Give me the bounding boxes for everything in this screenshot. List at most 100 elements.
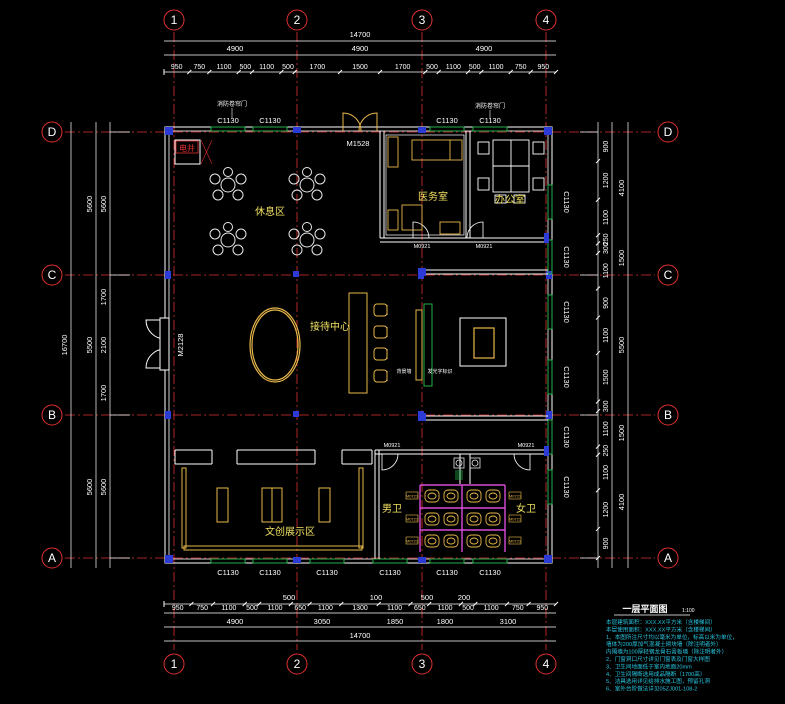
stall-tag <box>508 536 522 545</box>
notes-lines: 本层建筑面积：XXX.XX平方米（含楼梯间）本层使用面积：XXX.XX平方米（含… <box>606 618 738 693</box>
dim-tick <box>189 601 194 607</box>
stall-tag <box>405 491 419 500</box>
stall-label: M0721 <box>509 539 522 544</box>
display-wall: 背景墙 发光字标识 <box>396 303 507 387</box>
room-label-men: 男卫 <box>382 503 402 515</box>
dim-top-mid: 4900 <box>352 44 369 53</box>
restroom-partitions <box>419 484 506 552</box>
dim-detail-text: 1100 <box>387 605 402 612</box>
axis-label-2-bottom: 2 <box>294 657 301 671</box>
dim-tick <box>595 286 601 291</box>
dim-detail-text: 1100 <box>216 64 231 71</box>
small-door-labels: M0921 M0921 M0921 M0921 <box>384 244 535 449</box>
door-label-side: M2128 <box>176 334 185 357</box>
room-label-medical: 医务室 <box>418 190 448 203</box>
dim-tick <box>595 452 601 458</box>
dim-left-mid: 5600 <box>85 479 94 496</box>
window-label: C1130 <box>562 426 571 448</box>
dim-tick <box>595 315 601 320</box>
windows <box>210 126 553 564</box>
axis-bubbles <box>41 9 679 675</box>
dim-tick <box>595 350 601 356</box>
dim-detail-text: 1100 <box>603 263 610 278</box>
axis-label-3-top: 3 <box>419 13 426 27</box>
window-label: C1130 <box>562 366 571 388</box>
window-label: C1130 <box>479 568 501 577</box>
toilet <box>443 512 459 526</box>
lounge-chair <box>291 189 303 201</box>
note-line: 1、本图所注尺寸均以毫米为单位，标高以米为单位， <box>606 633 738 641</box>
reception-chair <box>373 347 388 361</box>
dim-tick <box>242 601 248 607</box>
door-label-small: M0921 <box>476 244 493 250</box>
stall-tag <box>405 514 419 523</box>
dim-tick <box>436 69 442 75</box>
note-line: 墙体为200厚加气混凝土砌块墙（除注明者外） <box>606 640 722 648</box>
dim-tick <box>377 69 383 75</box>
dim-detail-text: 300 <box>603 400 610 412</box>
dim-tick <box>595 250 601 256</box>
office-furniture <box>477 139 545 204</box>
dim-detail-text: 1700 <box>310 64 326 71</box>
panel-columns <box>418 233 549 456</box>
dim-tick <box>472 601 478 607</box>
lounge-chair <box>235 228 247 240</box>
dim-tick <box>337 69 343 75</box>
elevator-label: 电井 <box>179 143 195 153</box>
dim-bottom-extra: 200 <box>458 593 471 602</box>
lounge-chair <box>314 173 326 185</box>
axis-label-c-right: C <box>664 268 673 282</box>
dim-detail-text: 300 <box>603 242 610 254</box>
toilet <box>424 489 440 503</box>
stall-tag <box>508 514 522 523</box>
dim-left-outer: 1700 <box>99 289 108 306</box>
lounge-chair <box>212 189 224 201</box>
dim-detail-text: 1200 <box>603 173 610 189</box>
dim-detail-text: 500 <box>426 64 438 71</box>
lounge-chair <box>314 228 326 240</box>
medical-room-furniture <box>387 136 463 235</box>
dim-detail-text: 1100 <box>603 328 610 343</box>
window-label: C1130 <box>217 116 239 125</box>
dim-detail-text: 1100 <box>437 605 452 612</box>
dim-detail-text: 950 <box>171 64 183 71</box>
dim-detail-text: 1100 <box>221 605 236 612</box>
elevator-shaft: 电井 <box>175 139 213 165</box>
dim-tick <box>465 69 471 75</box>
dim-tick <box>595 487 601 493</box>
dim-tick <box>553 69 559 75</box>
toilet <box>466 489 482 503</box>
lounge-chair <box>223 167 233 177</box>
lounge-chair <box>288 228 300 240</box>
dim-tick <box>526 601 531 607</box>
window-label: C1130 <box>379 568 401 577</box>
dim-tick <box>376 601 382 607</box>
lounge-chair <box>212 244 224 256</box>
interior-walls <box>174 131 548 559</box>
dim-detail-text: 900 <box>603 141 610 153</box>
door-label-main: M1528 <box>347 139 370 148</box>
dim-tick <box>307 601 312 607</box>
lounge-chair <box>302 222 312 232</box>
dim-tick <box>458 601 464 607</box>
axis-label-4-bottom: 4 <box>543 657 550 671</box>
dim-detail-text: 950 <box>172 605 184 612</box>
dim-tick <box>206 69 212 75</box>
toilet <box>485 512 501 526</box>
dim-detail-text: 1100 <box>318 605 333 612</box>
dim-tick <box>595 444 601 450</box>
reception-furniture <box>249 292 368 394</box>
dim-right-mid: 4100 <box>617 494 626 511</box>
note-line: 5、洁具选用详见给排水施工图，预留孔洞 <box>606 677 710 685</box>
top-dimension-text: 14700 4900 4900 4900 <box>227 30 493 53</box>
toilet <box>443 489 459 503</box>
dim-detail-text: 1700 <box>395 64 411 71</box>
dim-tick <box>186 69 192 75</box>
dim-detail-text: 750 <box>196 605 208 612</box>
bottom-dimension-text: 500 100 500 200 4900 3050 1850 1800 3100… <box>227 593 517 640</box>
door-label-small: M0921 <box>414 244 431 250</box>
dim-tick <box>292 69 298 75</box>
dim-detail-text: 1100 <box>603 421 610 436</box>
axis-label-b-left: B <box>48 408 56 422</box>
